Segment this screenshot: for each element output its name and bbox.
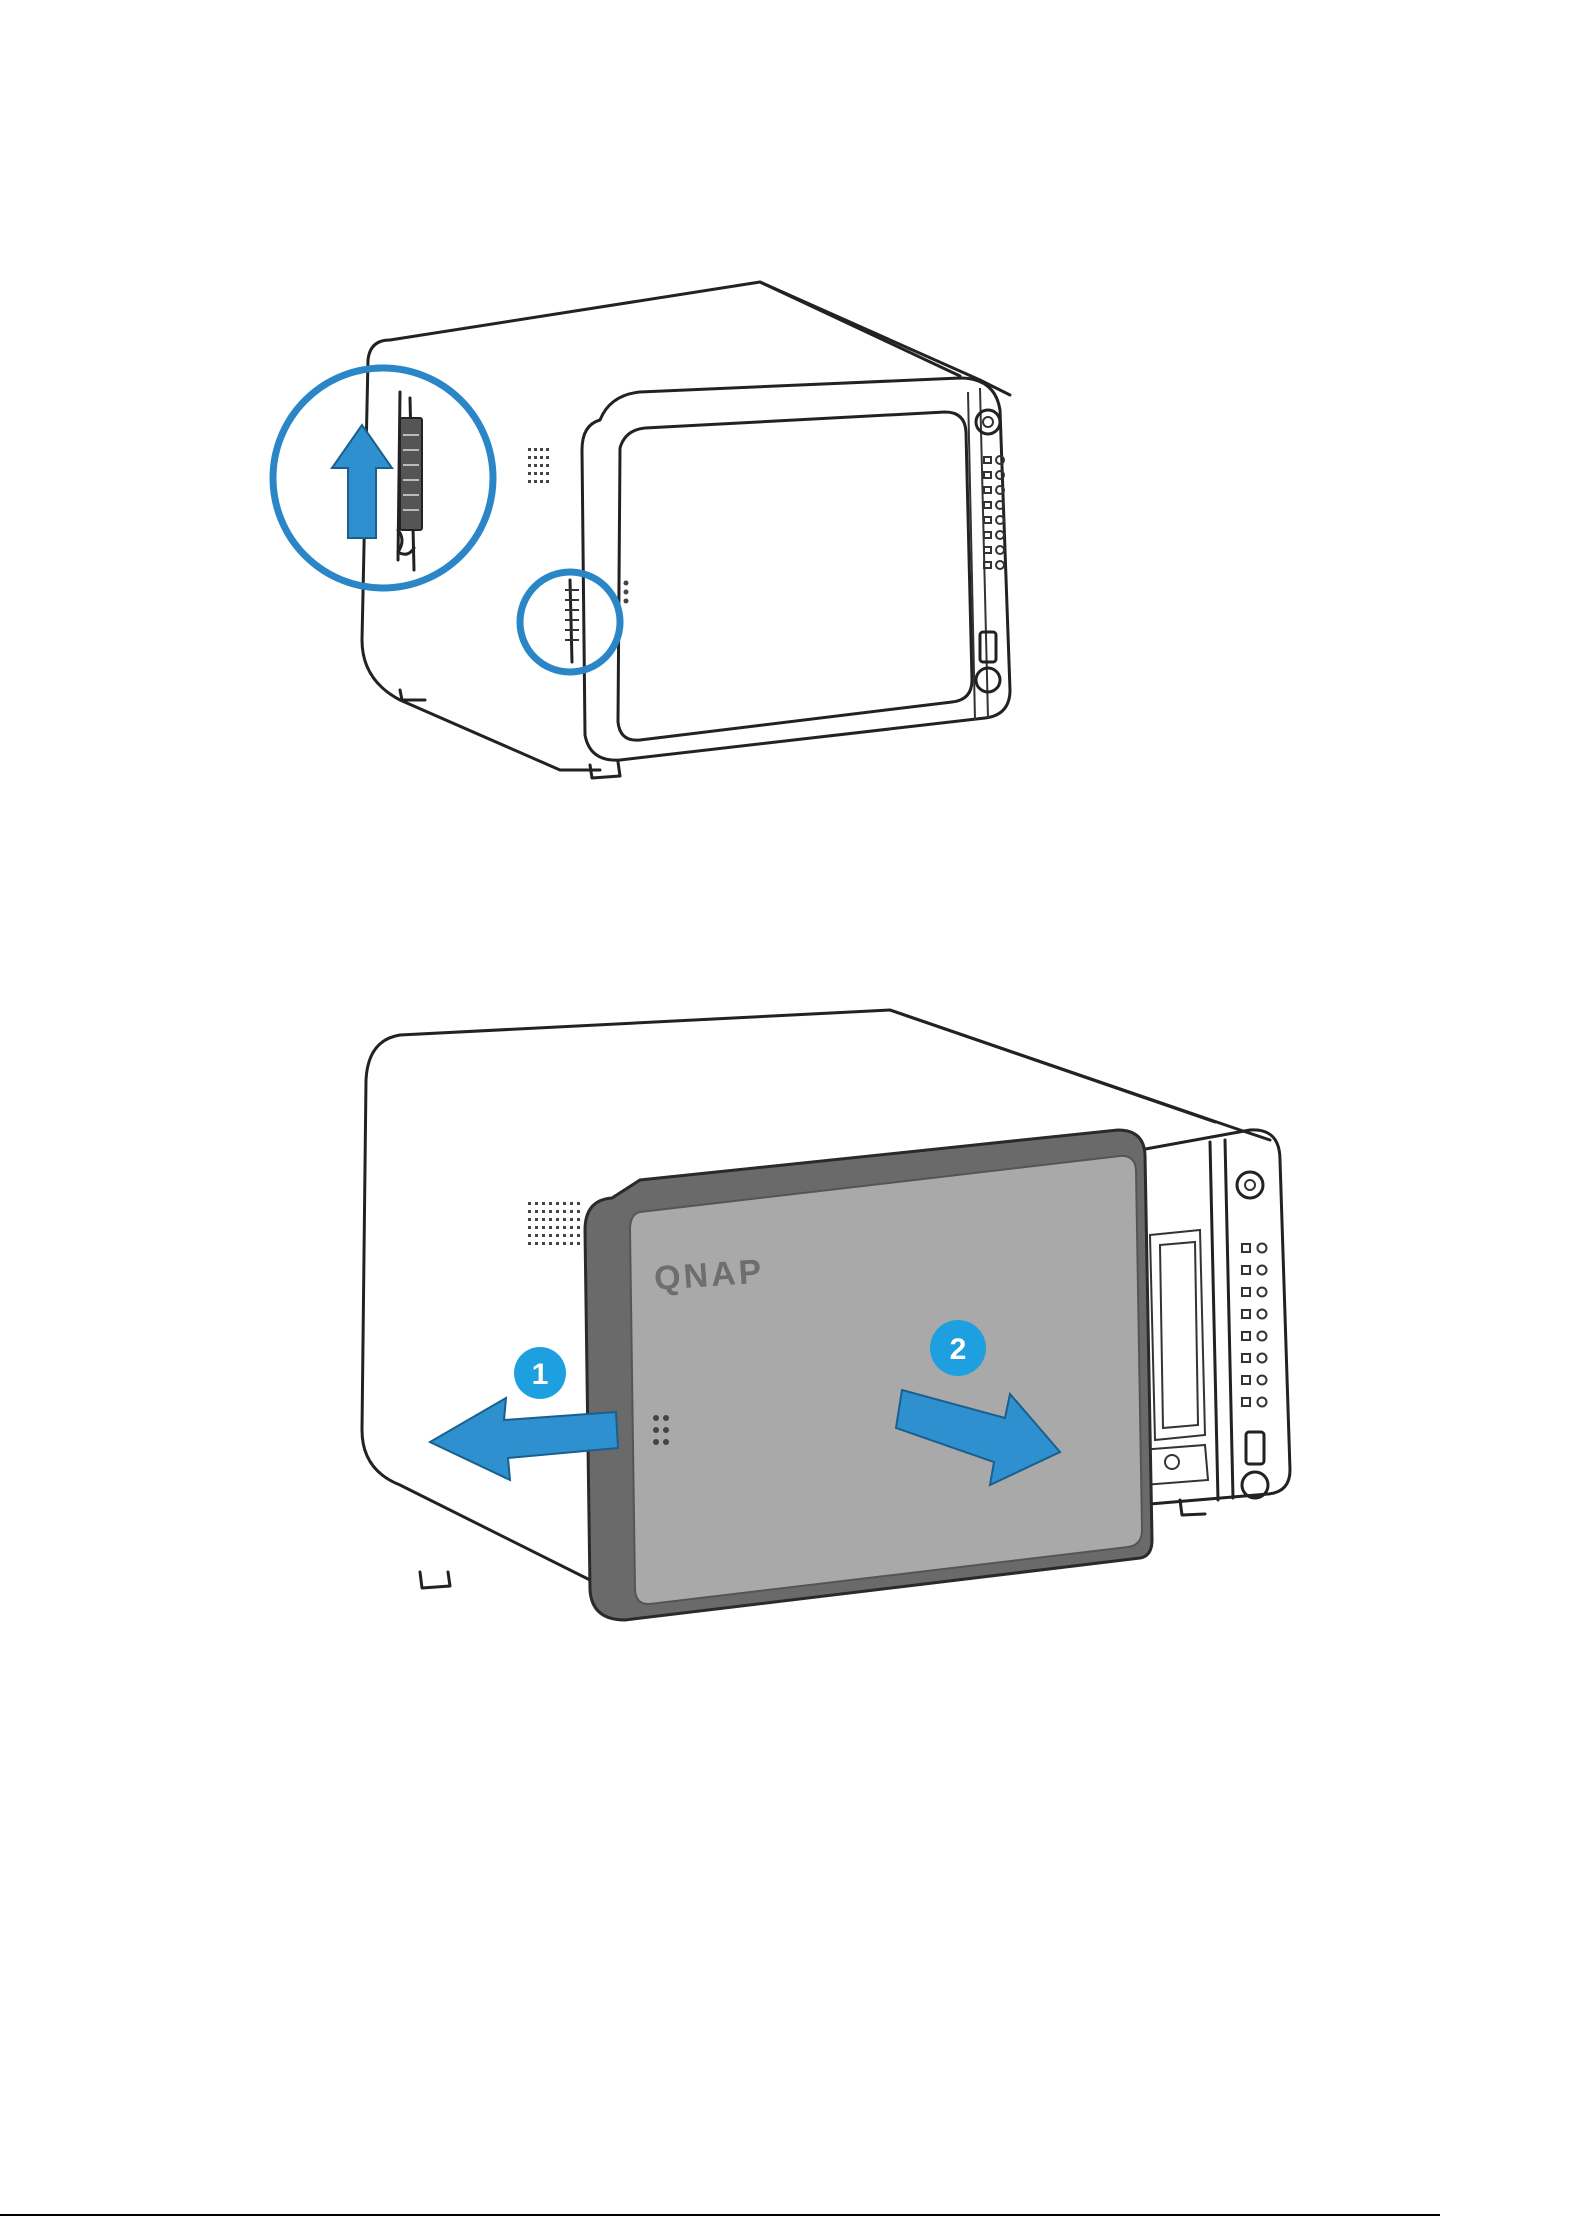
step-2-badge: 2 [930,1320,986,1376]
nas-enclosure [362,282,1010,778]
arrow-up-icon [332,425,392,538]
side-vent [528,448,549,483]
step-1-number: 1 [532,1358,549,1391]
figure-remove-cover: QNAP 1 2 [0,980,1576,1740]
front-cover: QNAP [585,1130,1152,1620]
latch-callout-magnified [273,368,493,588]
figure-release-latch [0,0,1576,800]
qnap-logo: QNAP [653,1252,766,1298]
power-button-icon [976,410,1000,434]
power-button-icon [1237,1172,1263,1198]
front-indicators [1237,1172,1268,1498]
step-1-badge: 1 [514,1347,566,1399]
footer-rule [0,2214,1440,2216]
usb-port-icon [1246,1432,1264,1464]
latch-detail-small [565,580,579,662]
nas-illustration-cover: QNAP 1 2 [0,980,1576,1740]
front-indicators [976,410,1004,692]
step-2-number: 2 [950,1333,967,1366]
latch-detail-magnified [398,392,422,570]
side-vent [528,1202,580,1245]
nas-illustration-latch [0,0,1576,800]
cover-dots [624,581,629,604]
usb-port-icon [980,632,996,662]
